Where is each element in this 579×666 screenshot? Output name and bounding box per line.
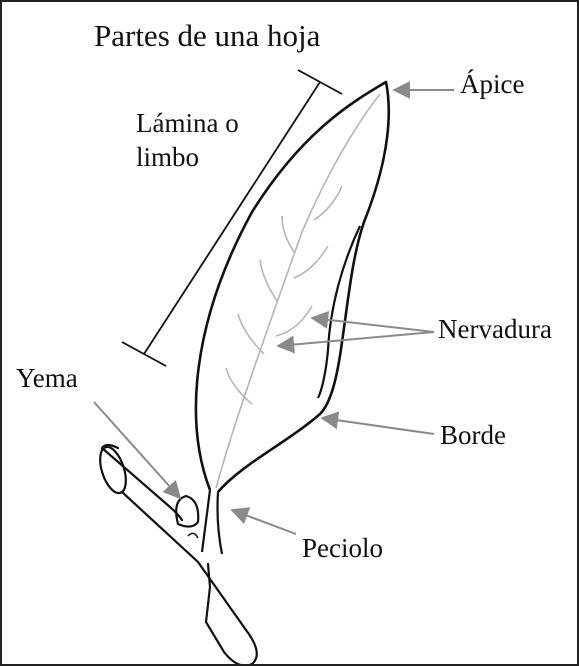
label-lamina: Lámina o limbo: [136, 106, 286, 174]
label-apice: Ápice: [460, 70, 524, 98]
bud: [176, 496, 198, 527]
label-lamina-line2: limbo: [136, 140, 286, 174]
label-borde: Borde: [440, 421, 506, 449]
borde-arrow: [322, 418, 434, 434]
label-lamina-line1: Lámina o: [136, 106, 286, 140]
petiole: [202, 490, 222, 554]
label-nervadura: Nervadura: [438, 315, 552, 343]
nervadura-arrow-2: [278, 332, 434, 346]
diagram-title: Partes de una hoja: [94, 20, 320, 53]
label-peciolo: Peciolo: [302, 534, 383, 562]
peciolo-arrow: [232, 510, 296, 534]
label-yema: Yema: [16, 364, 78, 392]
